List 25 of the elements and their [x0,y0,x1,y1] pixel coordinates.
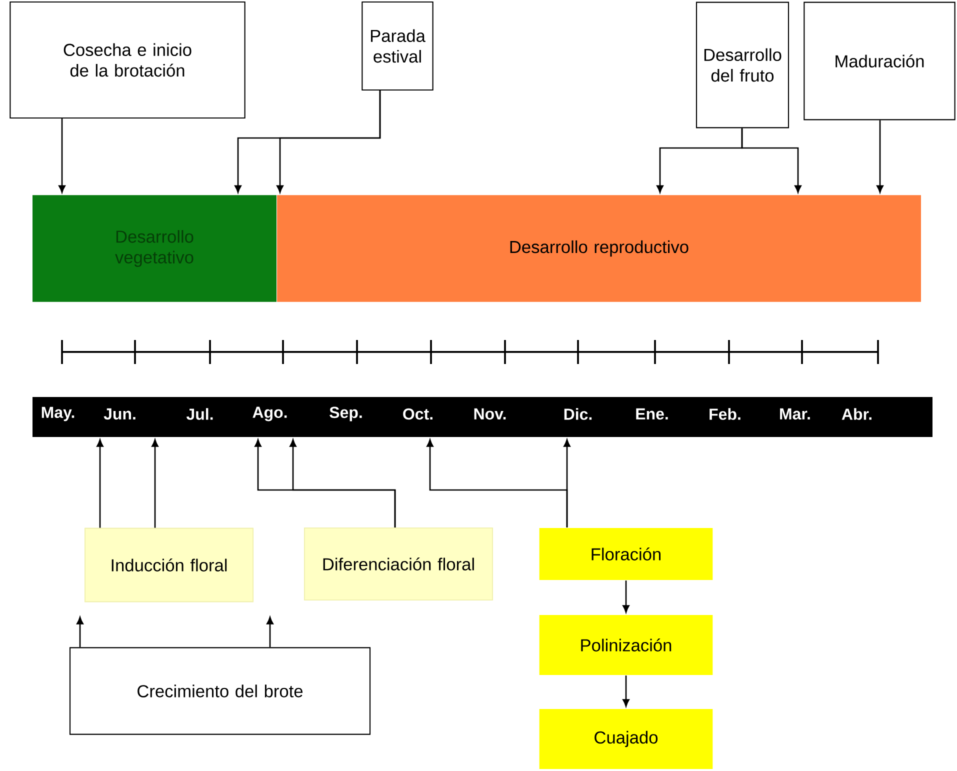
phase-band: Desarrollo vegetativo [32,195,276,302]
event-box: Cosecha e inicio de la brotación [10,1,246,119]
stage-box: Polinización [539,615,713,675]
stage-box: Diferenciación floral [304,527,494,601]
event-box: Desarrollo del fruto [696,2,790,128]
arrow [96,439,104,528]
event-box: Maduración [804,2,956,120]
arrow [58,118,66,193]
arrow [876,120,884,193]
stage-box: Cuajado [539,709,713,769]
month-bar: May. Jun. Jul. Ago. Sep. Oct. Nov. Dic. Ene. Feb. Mar. Abr. [32,397,932,437]
arrow [622,676,630,707]
arrow [290,439,396,528]
arrow [266,616,274,648]
stage-box: Crecimiento del brote [69,647,371,735]
arrow [426,439,568,528]
arrow [276,90,381,193]
stage-box: Inducción floral [84,528,254,602]
arrow [741,128,802,193]
arrow [76,616,84,648]
arrow [152,439,158,528]
phase-band: Desarrollo reproductivo [277,195,921,302]
arrow [622,580,630,613]
event-box: Parada estival [362,1,434,91]
stage-box: Floración [539,528,713,580]
